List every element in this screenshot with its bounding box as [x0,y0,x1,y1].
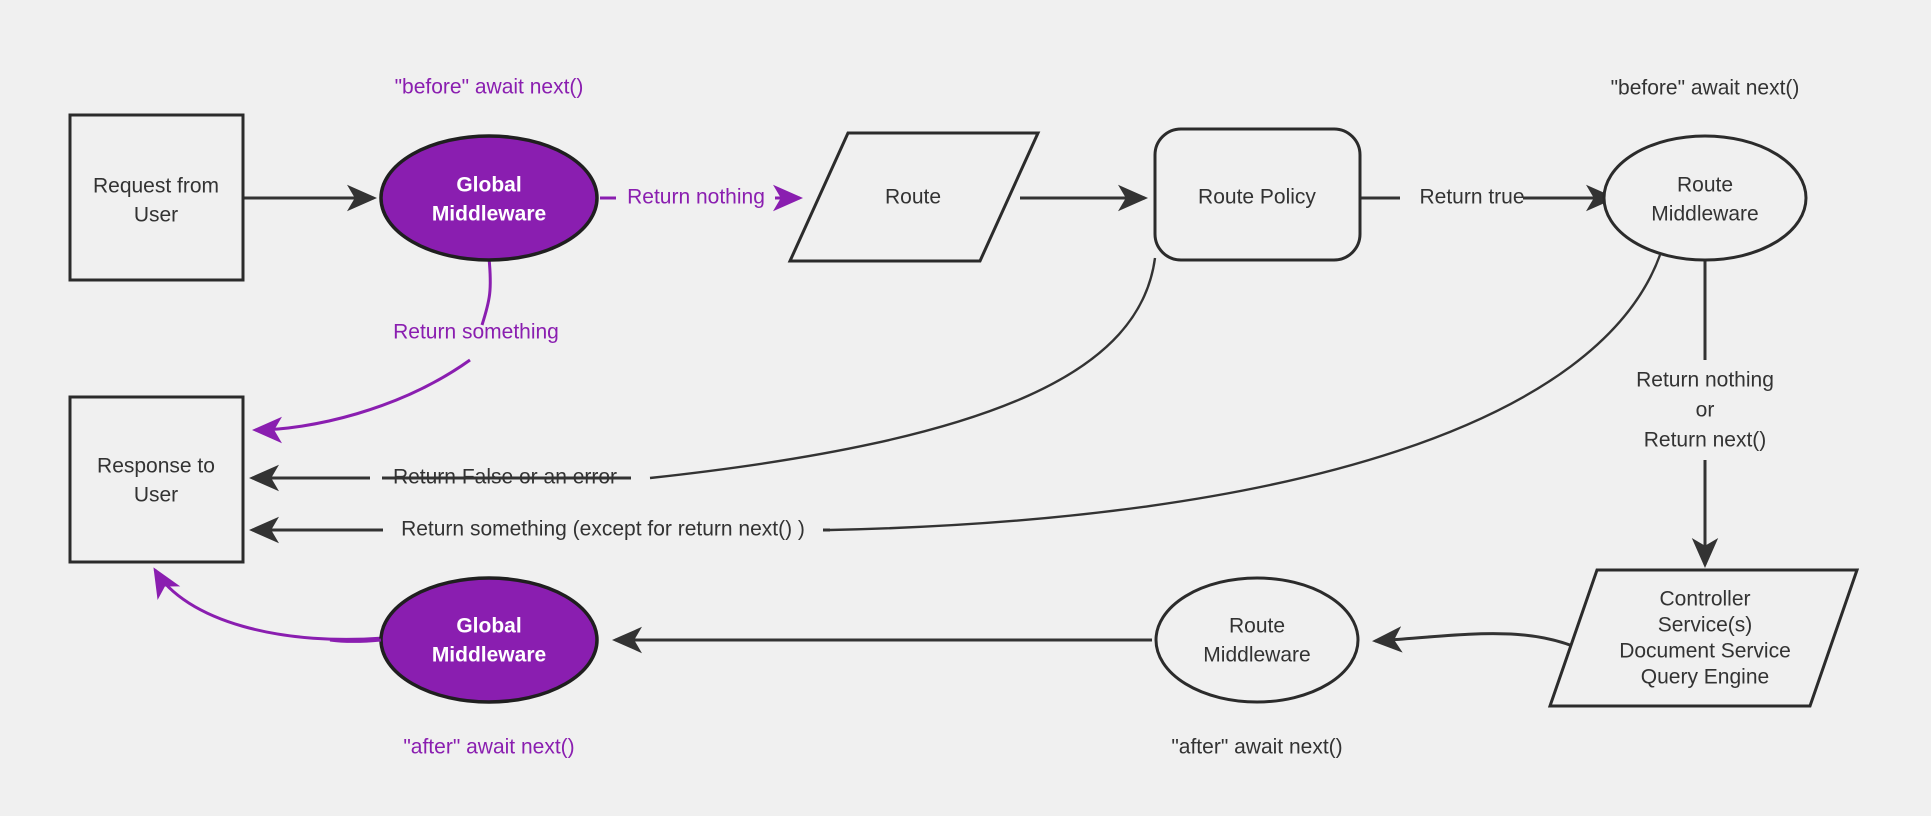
response-to-user-shape [68,395,245,564]
annotation-after-route-middleware: "after" await next() [1171,736,1342,759]
request-from-user-shape [68,113,245,282]
global-middleware-bottom-label-line1: Global [456,615,521,638]
controller-label-line2: Service(s) [1658,614,1753,637]
edge-rm-to-response-curve [829,254,1662,532]
route-middleware-top-label-line1: Route [1677,174,1733,197]
edge-label-rm-or: or [1696,399,1715,422]
edge-global-top-to-response [252,358,471,444]
node-route-middleware-top[interactable]: Route Middleware [1602,134,1808,262]
edge-label-return-something-except: Return something (except for return next… [401,518,805,541]
node-global-middleware-top[interactable]: Global Middleware [379,134,599,262]
route-middleware-top-label-line2: Middleware [1651,203,1758,226]
edge-label-rm-return-nothing: Return nothing [1636,369,1774,392]
global-middleware-top-label-line2: Middleware [432,203,546,226]
node-global-middleware-bottom[interactable]: Global Middleware [379,576,599,704]
route-middleware-bottom-label-line1: Route [1229,615,1285,638]
global-middleware-top-label-line1: Global [456,174,521,197]
route-middleware-top-shape [1602,134,1808,262]
route-policy-shape [1153,127,1362,262]
node-route-middleware-bottom[interactable]: Route Middleware [1154,576,1360,704]
global-middleware-bottom-label-line2: Middleware [432,644,546,667]
annotation-before-route-middleware: "before" await next() [1611,77,1800,100]
node-request-from-user[interactable]: Request from User [68,113,245,282]
route-shape [787,131,1041,263]
edge-global-bottom-tail [329,638,382,643]
annotation-before-global-middleware: "before" await next() [395,76,584,99]
edge-global-bottom-to-response [153,567,396,641]
node-controller[interactable]: Controller Service(s) Document Service Q… [1547,568,1860,708]
route-middleware-bottom-label-line2: Middleware [1203,644,1310,667]
controller-label-line3: Document Service [1619,640,1791,663]
node-route[interactable]: Route [787,131,1041,263]
request-from-user-label-line2: User [134,204,178,227]
global-middleware-top-shape [379,134,599,262]
edge-global-top-return-something-stub [480,257,492,326]
controller-label-line4: Query Engine [1641,666,1769,689]
route-middleware-bottom-shape [1154,576,1360,704]
node-route-policy[interactable]: Route Policy [1153,127,1362,262]
edge-label-return-true: Return true [1419,186,1524,209]
node-response-to-user[interactable]: Response to User [68,395,245,564]
edge-label-return-false-or-error: Return False or an error [393,466,617,489]
route-label: Route [885,186,941,209]
response-to-user-label-line2: User [134,484,178,507]
edge-label-return-nothing: Return nothing [627,186,765,209]
edge-label-rm-return-next: Return next() [1644,429,1767,452]
global-middleware-bottom-shape [379,576,599,704]
controller-shape [1547,568,1860,708]
route-policy-label: Route Policy [1198,186,1316,209]
request-from-user-label-line1: Request from [93,175,219,198]
annotation-after-global-middleware: "after" await next() [403,736,574,759]
edge-label-return-something: Return something [393,321,559,344]
edge-policy-to-response-curve [649,257,1157,480]
response-to-user-label-line1: Response to [97,455,215,478]
controller-label-line1: Controller [1659,588,1750,611]
